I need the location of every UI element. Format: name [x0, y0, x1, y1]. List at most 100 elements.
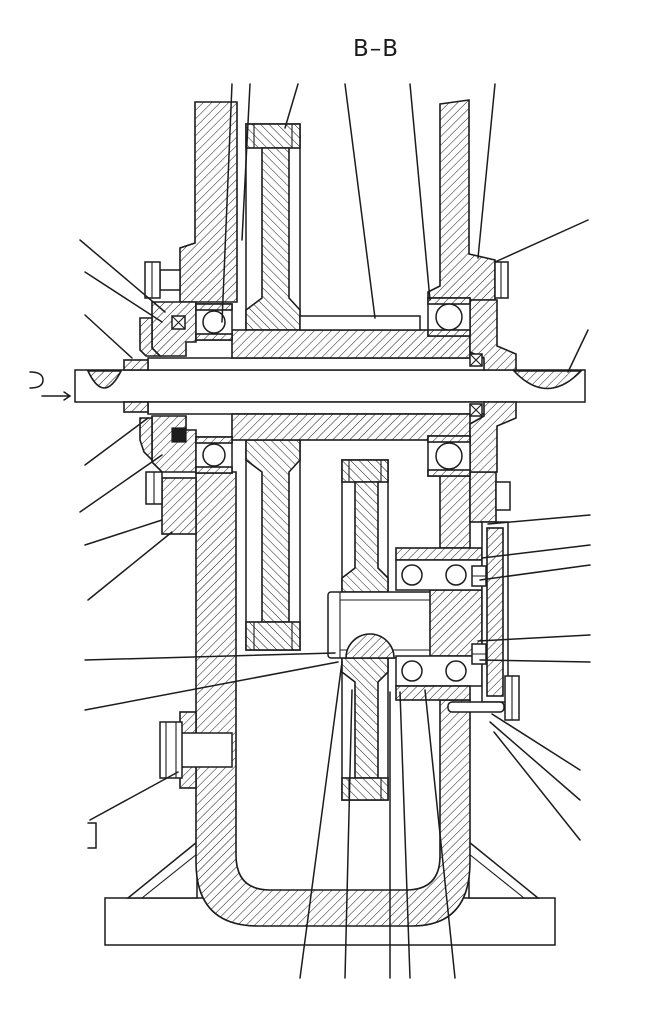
- leader-line-right-7: [479, 659, 591, 663]
- output-gear-teeth: [348, 459, 382, 801]
- leader-line-right-2: [567, 329, 589, 373]
- housing-lower-shell: [195, 471, 471, 927]
- leader-line-top-5: [409, 83, 431, 301]
- output-shaft-keyway: [345, 633, 395, 659]
- housing-right-wall-mid: [439, 471, 471, 549]
- bearing-ball: [445, 564, 467, 586]
- oil-seals: [171, 315, 483, 443]
- seal-left-upper-cross: [171, 315, 186, 330]
- bearing-ball: [435, 303, 463, 331]
- leader-line-top-1: [221, 83, 233, 323]
- bearing-race-inner: [427, 329, 471, 337]
- input-gear-hub: [231, 315, 471, 441]
- base-rib-left-chamfer: [141, 853, 198, 899]
- bolt-bottom-left-head: [159, 721, 183, 779]
- bearing-ball: [202, 443, 226, 467]
- bearing-lower-left: [195, 436, 233, 474]
- input-gear-rim-bottom: [245, 621, 301, 651]
- input-shaft-sleeve-top: [147, 357, 486, 371]
- bearing-race-inner: [195, 333, 233, 341]
- bolt-bottom-left-shank: [179, 732, 233, 768]
- fasteners: [144, 261, 520, 779]
- leader-line-left-1: [79, 239, 166, 313]
- right-bearing-cap: [469, 299, 517, 473]
- housing-left-flange-lower: [161, 477, 197, 535]
- input-gear-teeth-bottom: [253, 621, 293, 651]
- left-bearing-cap: [139, 301, 197, 473]
- leader-line-right-10: [493, 731, 581, 841]
- section-arrow: [41, 391, 72, 401]
- leader-line-top-6: [477, 83, 496, 259]
- leader-line-left-6: [84, 519, 163, 546]
- bearing-race-outer: [427, 297, 471, 305]
- input-shaft: [74, 357, 586, 415]
- leader-line-right-4: [481, 544, 591, 559]
- leader-line-bottom-5: [424, 689, 456, 979]
- leader-line-left-10: [89, 771, 179, 821]
- output-shaft-bearings: [395, 547, 483, 701]
- input-shaft-end-groove-left: [86, 370, 123, 389]
- bearing-ball: [202, 310, 226, 334]
- bearing-upper-right: [427, 297, 471, 337]
- section-cut-marker-fragment: [29, 371, 72, 401]
- leader-line-right-8: [491, 713, 581, 771]
- housing-upper: [179, 99, 496, 303]
- bearing-upper-left: [195, 303, 233, 341]
- bearing-lower-right: [427, 435, 471, 477]
- input-shaft-end-groove-right: [512, 370, 583, 390]
- bearing-seat-top: [395, 547, 483, 561]
- bearing-ball: [435, 442, 463, 470]
- leader-line-top-4: [344, 83, 376, 319]
- leader-line-left-8: [84, 652, 336, 661]
- seal-left-lower: [171, 427, 187, 443]
- callout-label-fragment: [87, 822, 97, 849]
- output-gear-rim-bottom: [341, 777, 389, 801]
- bolt-right-mid-head: [495, 481, 511, 511]
- leader-line-left-7: [87, 531, 173, 601]
- leader-line-top-3: [284, 83, 299, 129]
- bearing-seat-bottom: [395, 685, 471, 701]
- section-letter-fragment: [29, 371, 44, 389]
- bearing-race-inner: [427, 435, 471, 443]
- leader-line-bottom-1: [299, 661, 343, 979]
- bolt-upper-left-shank: [159, 269, 181, 291]
- bearing-ball: [445, 660, 467, 682]
- bearing-output-upper: [395, 559, 483, 591]
- gear-key: [299, 315, 421, 331]
- input-shaft-core: [74, 369, 586, 403]
- bearing-ball: [401, 564, 423, 586]
- leader-line-left-5: [79, 454, 163, 513]
- leader-line-right-9: [489, 721, 581, 801]
- leader-line-left-9: [84, 661, 339, 711]
- bearing-race-outer: [195, 466, 233, 474]
- bearing-ball: [401, 660, 423, 682]
- leader-line-right-6: [477, 634, 591, 642]
- seal-right-lower-cross: [469, 403, 483, 417]
- leader-line-right-1: [494, 219, 589, 263]
- end-cover-section: [486, 527, 504, 697]
- left-bearing-cap-lip-lower: [139, 417, 153, 462]
- input-gear-rim-top: [245, 123, 301, 149]
- housing-right-boss: [469, 471, 497, 523]
- right-bearing-cap-lower: [469, 401, 517, 473]
- output-shaft: [327, 589, 483, 659]
- leader-line-top-2: [241, 83, 251, 241]
- leader-line-bottom-4: [399, 691, 411, 979]
- bearing-race-outer: [427, 469, 471, 477]
- left-bearing-cap-lip-upper: [139, 317, 162, 357]
- input-shaft-bearings: [195, 297, 471, 477]
- input-shaft-sleeve-bottom: [147, 401, 486, 415]
- input-gear-teeth-top: [253, 123, 293, 149]
- leader-line-bottom-2: [344, 689, 353, 979]
- seal-right-upper-cross: [469, 353, 483, 367]
- bearing-output-lower: [395, 655, 483, 687]
- leader-line-left-2: [84, 271, 163, 323]
- leader-line-right-5: [479, 564, 591, 581]
- section-title: B–B: [353, 36, 399, 62]
- locating-pin: [447, 701, 505, 713]
- base-rib-right-chamfer: [468, 853, 525, 899]
- bearing-race-outer: [195, 303, 233, 311]
- bolt-bottom-left-faces: [165, 721, 177, 779]
